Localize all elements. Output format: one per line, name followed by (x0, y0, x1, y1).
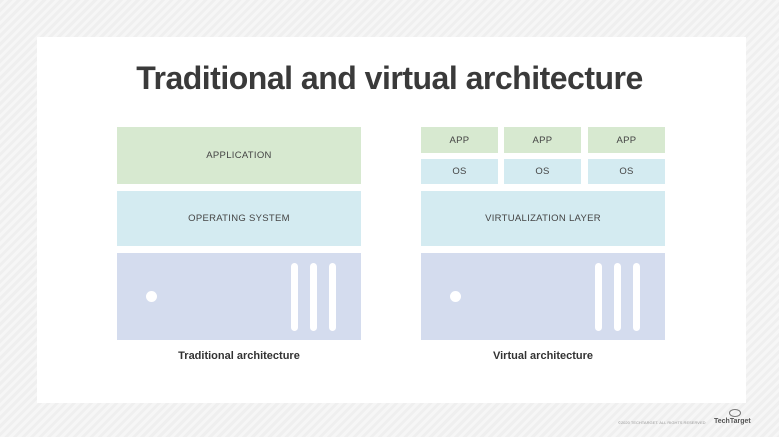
os-box: OS (588, 159, 665, 184)
brand-logo: TechTarget (714, 418, 751, 425)
techtarget-logo-icon (729, 409, 741, 417)
server-slot-icon (595, 263, 602, 331)
server-light-icon (450, 291, 461, 302)
server-slot-icon (310, 263, 317, 331)
diagram-title: Traditional and virtual architecture (136, 60, 643, 96)
os-box: OS (504, 159, 581, 184)
server-light-icon (146, 291, 157, 302)
copyright: ©2020 TECHTARGET. ALL RIGHTS RESERVED (618, 420, 706, 425)
server-hardware (117, 253, 361, 340)
server-slot-icon (614, 263, 621, 331)
application-layer: APPLICATION (117, 127, 361, 184)
virtual-caption: Virtual architecture (492, 350, 594, 362)
server-hardware (421, 253, 665, 340)
server-slot-icon (633, 263, 640, 331)
server-slot-icon (329, 263, 336, 331)
server-slot-icon (291, 263, 298, 331)
app-box: APP (504, 127, 581, 153)
app-box: APP (588, 127, 665, 153)
virtualization-layer: VIRTUALIZATION LAYER (421, 191, 665, 246)
os-box: OS (421, 159, 498, 184)
operating-system-layer: OPERATING SYSTEM (117, 191, 361, 246)
app-box: APP (421, 127, 498, 153)
traditional-caption: Traditional architecture (178, 350, 300, 362)
